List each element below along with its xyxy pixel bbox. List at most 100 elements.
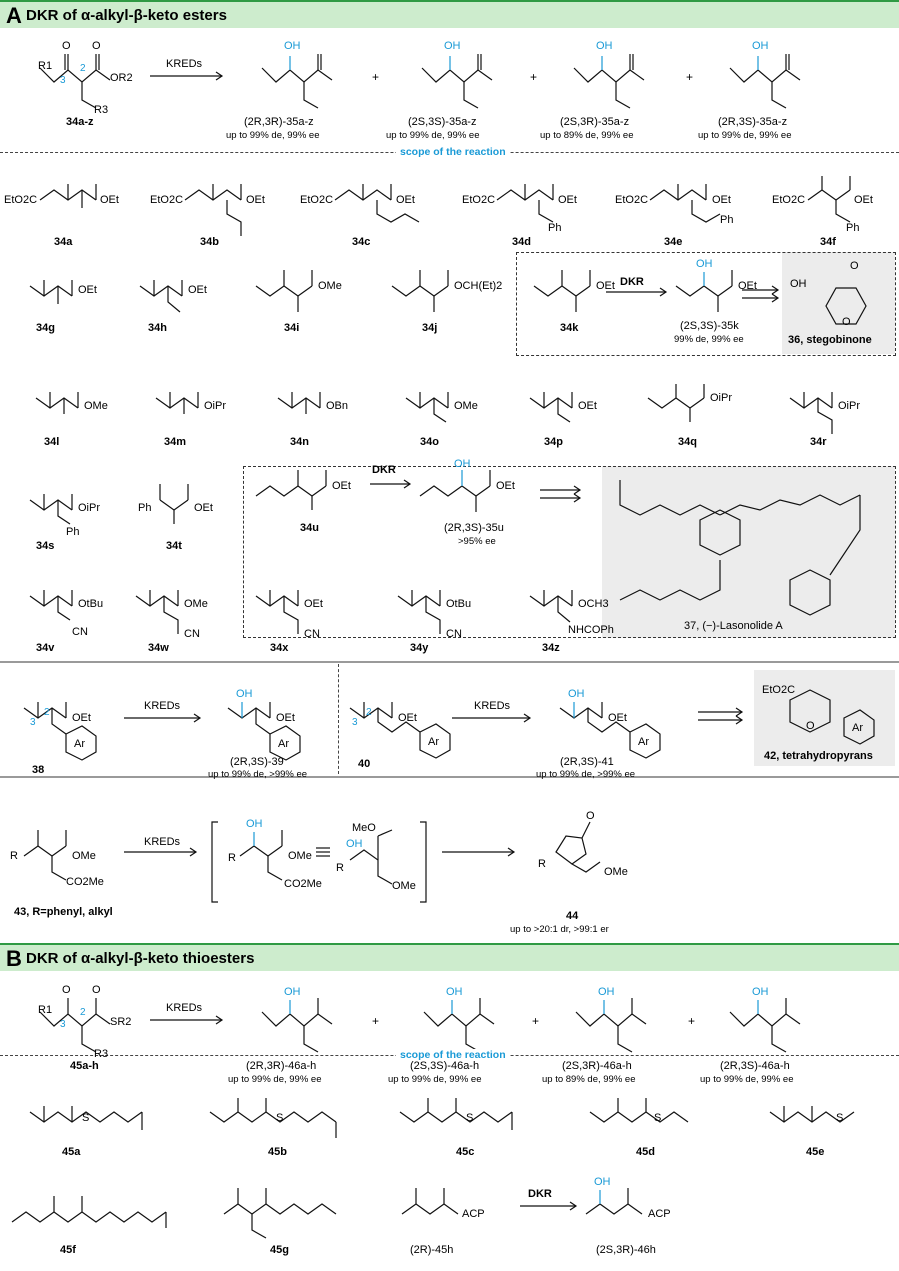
atom-oet: OEt — [78, 284, 97, 296]
atom-eto2c: EtO2C — [615, 194, 649, 206]
compound-label: 40 — [358, 758, 371, 770]
atom-oh: OH — [596, 40, 613, 52]
compound-label: 34t — [166, 540, 182, 552]
atom-ome: OMe — [288, 850, 312, 862]
atom-oh: OH — [752, 986, 769, 998]
arrowhead-b — [215, 1015, 224, 1025]
atom-oh: OH — [696, 258, 713, 270]
atom-ome: OMe — [84, 400, 108, 412]
compound-label: 45a-h — [70, 1060, 99, 1072]
arrowhead-a — [215, 71, 224, 81]
atom-r1: R1 — [38, 1004, 53, 1016]
compound-label: 34v — [36, 642, 55, 654]
section-b-letter: B — [6, 946, 22, 971]
atom-oet: OEt — [496, 480, 515, 492]
atom-r1: R1 — [38, 60, 53, 72]
atom-otbu: OtBu — [446, 598, 472, 610]
compound-label: 34p — [544, 436, 563, 448]
product-yield: up to 99% de, 99% ee — [226, 130, 320, 141]
atom-ar: Ar — [852, 722, 863, 734]
locant-3: 3 — [60, 75, 66, 86]
atom-och-et2: OCH(Et)2 — [454, 280, 503, 292]
atom-sr2: SR2 — [110, 1016, 132, 1028]
atom-o: O — [62, 984, 71, 996]
product-yield: up to 99% de, 99% ee — [386, 130, 480, 141]
atom-oh: OH — [752, 40, 769, 52]
compound-label: 34j — [422, 322, 438, 334]
plus-sign: + — [530, 70, 538, 84]
atom-oet: OEt — [738, 280, 757, 292]
plus-sign: + — [686, 70, 694, 84]
plus-sign: + — [372, 70, 380, 84]
atom-oipr: OiPr — [204, 400, 226, 412]
product-name: (2S,3R)-46a-h — [562, 1060, 632, 1072]
compound-label: (2R)-45h — [410, 1244, 454, 1256]
atom-r3: R3 — [94, 1048, 109, 1060]
atom-cn: CN — [184, 628, 200, 640]
atom-obn: OBn — [326, 400, 349, 412]
atom-oh: OH — [598, 986, 615, 998]
stegobinone-dashed-box — [516, 252, 896, 356]
atom-eto2c: EtO2C — [300, 194, 334, 206]
atom-oh: OH — [790, 278, 807, 290]
reagent-kreds: KREDs — [144, 836, 181, 848]
atom-ome: OMe — [392, 880, 416, 892]
compound-label: 34m — [164, 436, 187, 448]
atom-otbu: OtBu — [78, 598, 104, 610]
compound-label: 44 — [566, 910, 579, 922]
atom-oh: OH — [236, 688, 253, 700]
atom-oh: OH — [246, 818, 263, 830]
compound-label: 34l — [44, 436, 60, 448]
locant-3: 3 — [60, 1019, 66, 1030]
atom-oet: OEt — [558, 194, 577, 206]
product-name: (2R,3S)-35u — [444, 522, 504, 534]
atom-s: S — [654, 1112, 662, 1124]
product-yield: >95% ee — [458, 536, 496, 547]
atom-eto2c: EtO2C — [762, 684, 796, 696]
compound-label: 45a — [62, 1146, 81, 1158]
reagent-kreds: KREDs — [474, 700, 511, 712]
atom-eto2c: EtO2C — [4, 194, 38, 206]
atom-s: S — [82, 1112, 90, 1124]
compound-label: 34d — [512, 236, 531, 248]
plus-sign: + — [532, 1014, 540, 1028]
atom-cn: CN — [446, 628, 462, 640]
atom-o: O — [850, 260, 859, 272]
product-yield: up to 99% de, 99% ee — [700, 1074, 794, 1085]
section-b-banner: B DKR of α-alkyl-β-keto thioesters — [0, 943, 899, 971]
atom-oet: OEt — [608, 712, 627, 724]
atom-ph: Ph — [66, 526, 80, 538]
atom-r: R — [538, 858, 546, 870]
scope-row2-structures — [29, 270, 867, 325]
atom-oipr: OiPr — [838, 400, 860, 412]
atom-o: O — [806, 720, 815, 732]
scope-row1-structures — [39, 176, 851, 236]
compound-label: 34g — [36, 322, 55, 334]
scope-b-row1-structures — [29, 1098, 855, 1138]
lasonolide-highlight — [602, 466, 895, 638]
atom-cn: CN — [72, 626, 88, 638]
product-yield: up to 89% de, 99% ee — [542, 1074, 636, 1085]
reagent-kreds: KREDs — [166, 1002, 203, 1014]
atom-oet: OEt — [398, 712, 417, 724]
sm-34-structure — [39, 54, 111, 109]
product-name: (2R,3R)-46a-h — [246, 1060, 317, 1072]
atom-ome: OMe — [72, 850, 96, 862]
atom-acp: ACP — [648, 1208, 671, 1220]
atom-oet: OEt — [72, 712, 91, 724]
atom-oet: OEt — [578, 400, 597, 412]
compound-label: 34a — [54, 236, 73, 248]
product-yield: up to 89% de, 99% ee — [540, 130, 634, 141]
locant-2: 2 — [80, 1007, 86, 1018]
atom-r: R — [336, 862, 344, 874]
atom-oet: OEt — [712, 194, 731, 206]
atom-ar: Ar — [638, 736, 649, 748]
product-name: (2R,3R)-35a-z — [244, 116, 314, 128]
compound-label: 45e — [806, 1146, 825, 1158]
atom-eto2c: EtO2C — [150, 194, 184, 206]
product-name: (2S,3R)-35a-z — [560, 116, 630, 128]
compound-label: 34z — [542, 642, 560, 654]
atom-oh: OH — [346, 838, 363, 850]
atom-r3: R3 — [94, 104, 109, 116]
atom-ar: Ar — [278, 738, 289, 750]
